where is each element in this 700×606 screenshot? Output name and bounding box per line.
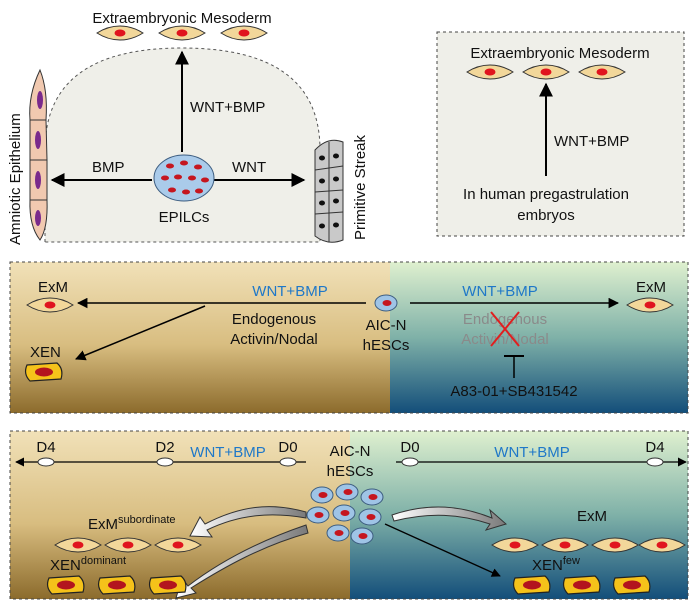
label-d4-left: D4	[36, 439, 55, 456]
label-wnt: WNT	[232, 159, 266, 176]
label-hescs-bottom: hESCs	[327, 463, 374, 480]
label-epilcs: EPILCs	[159, 209, 210, 226]
exm-cells-top-right	[466, 64, 626, 80]
label-hescs-middle: hESCs	[363, 337, 410, 354]
exm-cells-top-left	[96, 25, 268, 41]
label-d0-right: D0	[400, 439, 419, 456]
middle-panel: ExM XEN WNT+BMP Endogenous Activin/Nodal…	[9, 261, 689, 414]
marker-d0-right	[401, 457, 419, 467]
label-xen-bottom-right: XENfew	[532, 555, 580, 574]
label-wnt-bmp-middle-left: WNT+BMP	[252, 283, 327, 300]
caption-human-line2: embryos	[517, 207, 575, 224]
top-left-panel: Extraembryonic Mesoderm WNT+BMP BMP WNT …	[7, 10, 369, 245]
middle-left-bg	[10, 262, 390, 413]
blocked-cross	[490, 311, 520, 347]
label-endogenous-left: Endogenous	[232, 311, 316, 328]
inhibition-bar	[504, 355, 524, 378]
label-exm-bottom-right: ExM	[577, 508, 607, 525]
primitive-streak-cells	[314, 139, 344, 243]
label-inhibitors: A83-01+SB431542	[450, 383, 577, 400]
label-wnt-bmp-bottom-left: WNT+BMP	[190, 444, 265, 461]
middle-right-bg	[390, 262, 688, 413]
label-endogenous-right: Endogenous	[463, 311, 547, 328]
label-aic-n-bottom: AIC-N	[330, 443, 371, 460]
marker-d4-right	[646, 457, 664, 467]
label-xen-bottom-left: XENdominant	[50, 555, 126, 574]
label-wnt-bmp-up: WNT+BMP	[190, 99, 265, 116]
label-activin-nodal-right: Activin/Nodal	[461, 331, 549, 348]
top-right-panel: Extraembryonic Mesoderm WNT+BMP In human…	[436, 31, 685, 237]
label-wnt-bmp-middle-right: WNT+BMP	[462, 283, 537, 300]
exm-cells-bottom-left	[54, 537, 202, 553]
human-embryo-box	[436, 31, 685, 237]
marker-d0-left	[279, 457, 297, 467]
epilc-cluster	[153, 154, 215, 202]
label-activin-nodal-left: Activin/Nodal	[230, 331, 318, 348]
marker-d2	[156, 457, 174, 467]
label-exm-middle-right: ExM	[636, 279, 666, 296]
label-aic-n-middle: AIC-N	[366, 317, 407, 334]
label-exm-bottom-left: ExMsubordinate	[88, 514, 176, 533]
arrow-middle-to-xen	[75, 305, 206, 361]
label-bmp: BMP	[92, 159, 125, 176]
label-wnt-bmp-human: WNT+BMP	[554, 133, 629, 150]
bottom-panel: D4 D2 D0 D0 D4 WNT+BMP WNT+BMP AIC-N hES…	[9, 430, 689, 600]
curved-arrow-to-exm-right	[391, 506, 508, 531]
label-extraembryonic-mesoderm: Extraembryonic Mesoderm	[92, 10, 271, 27]
amniotic-epithelium-cells	[29, 68, 48, 241]
label-amniotic-epithelium: Amniotic Epithelium	[7, 113, 24, 245]
xen-cells-bottom-left	[46, 575, 187, 595]
xen-cell-middle	[24, 362, 63, 382]
label-primitive-streak: Primitive Streak	[352, 134, 369, 240]
label-d4-right: D4	[645, 439, 664, 456]
label-d2: D2	[155, 439, 174, 456]
thin-arrow-to-xen-few	[384, 523, 501, 577]
curved-arrow-to-exm-subordinate	[189, 506, 307, 538]
xen-cells-bottom-right	[512, 575, 651, 595]
label-wnt-bmp-bottom-right: WNT+BMP	[494, 444, 569, 461]
label-extraembryonic-mesoderm-right: Extraembryonic Mesoderm	[470, 45, 649, 62]
label-xen-middle: XEN	[30, 344, 61, 361]
label-exm-middle-left: ExM	[38, 279, 68, 296]
label-d0-left: D0	[278, 439, 297, 456]
curved-arrow-to-xen-dominant	[175, 524, 309, 599]
aic-n-cell-middle	[374, 294, 398, 312]
marker-d4-left	[37, 457, 55, 467]
caption-human-line1: In human pregastrulation	[463, 186, 629, 203]
